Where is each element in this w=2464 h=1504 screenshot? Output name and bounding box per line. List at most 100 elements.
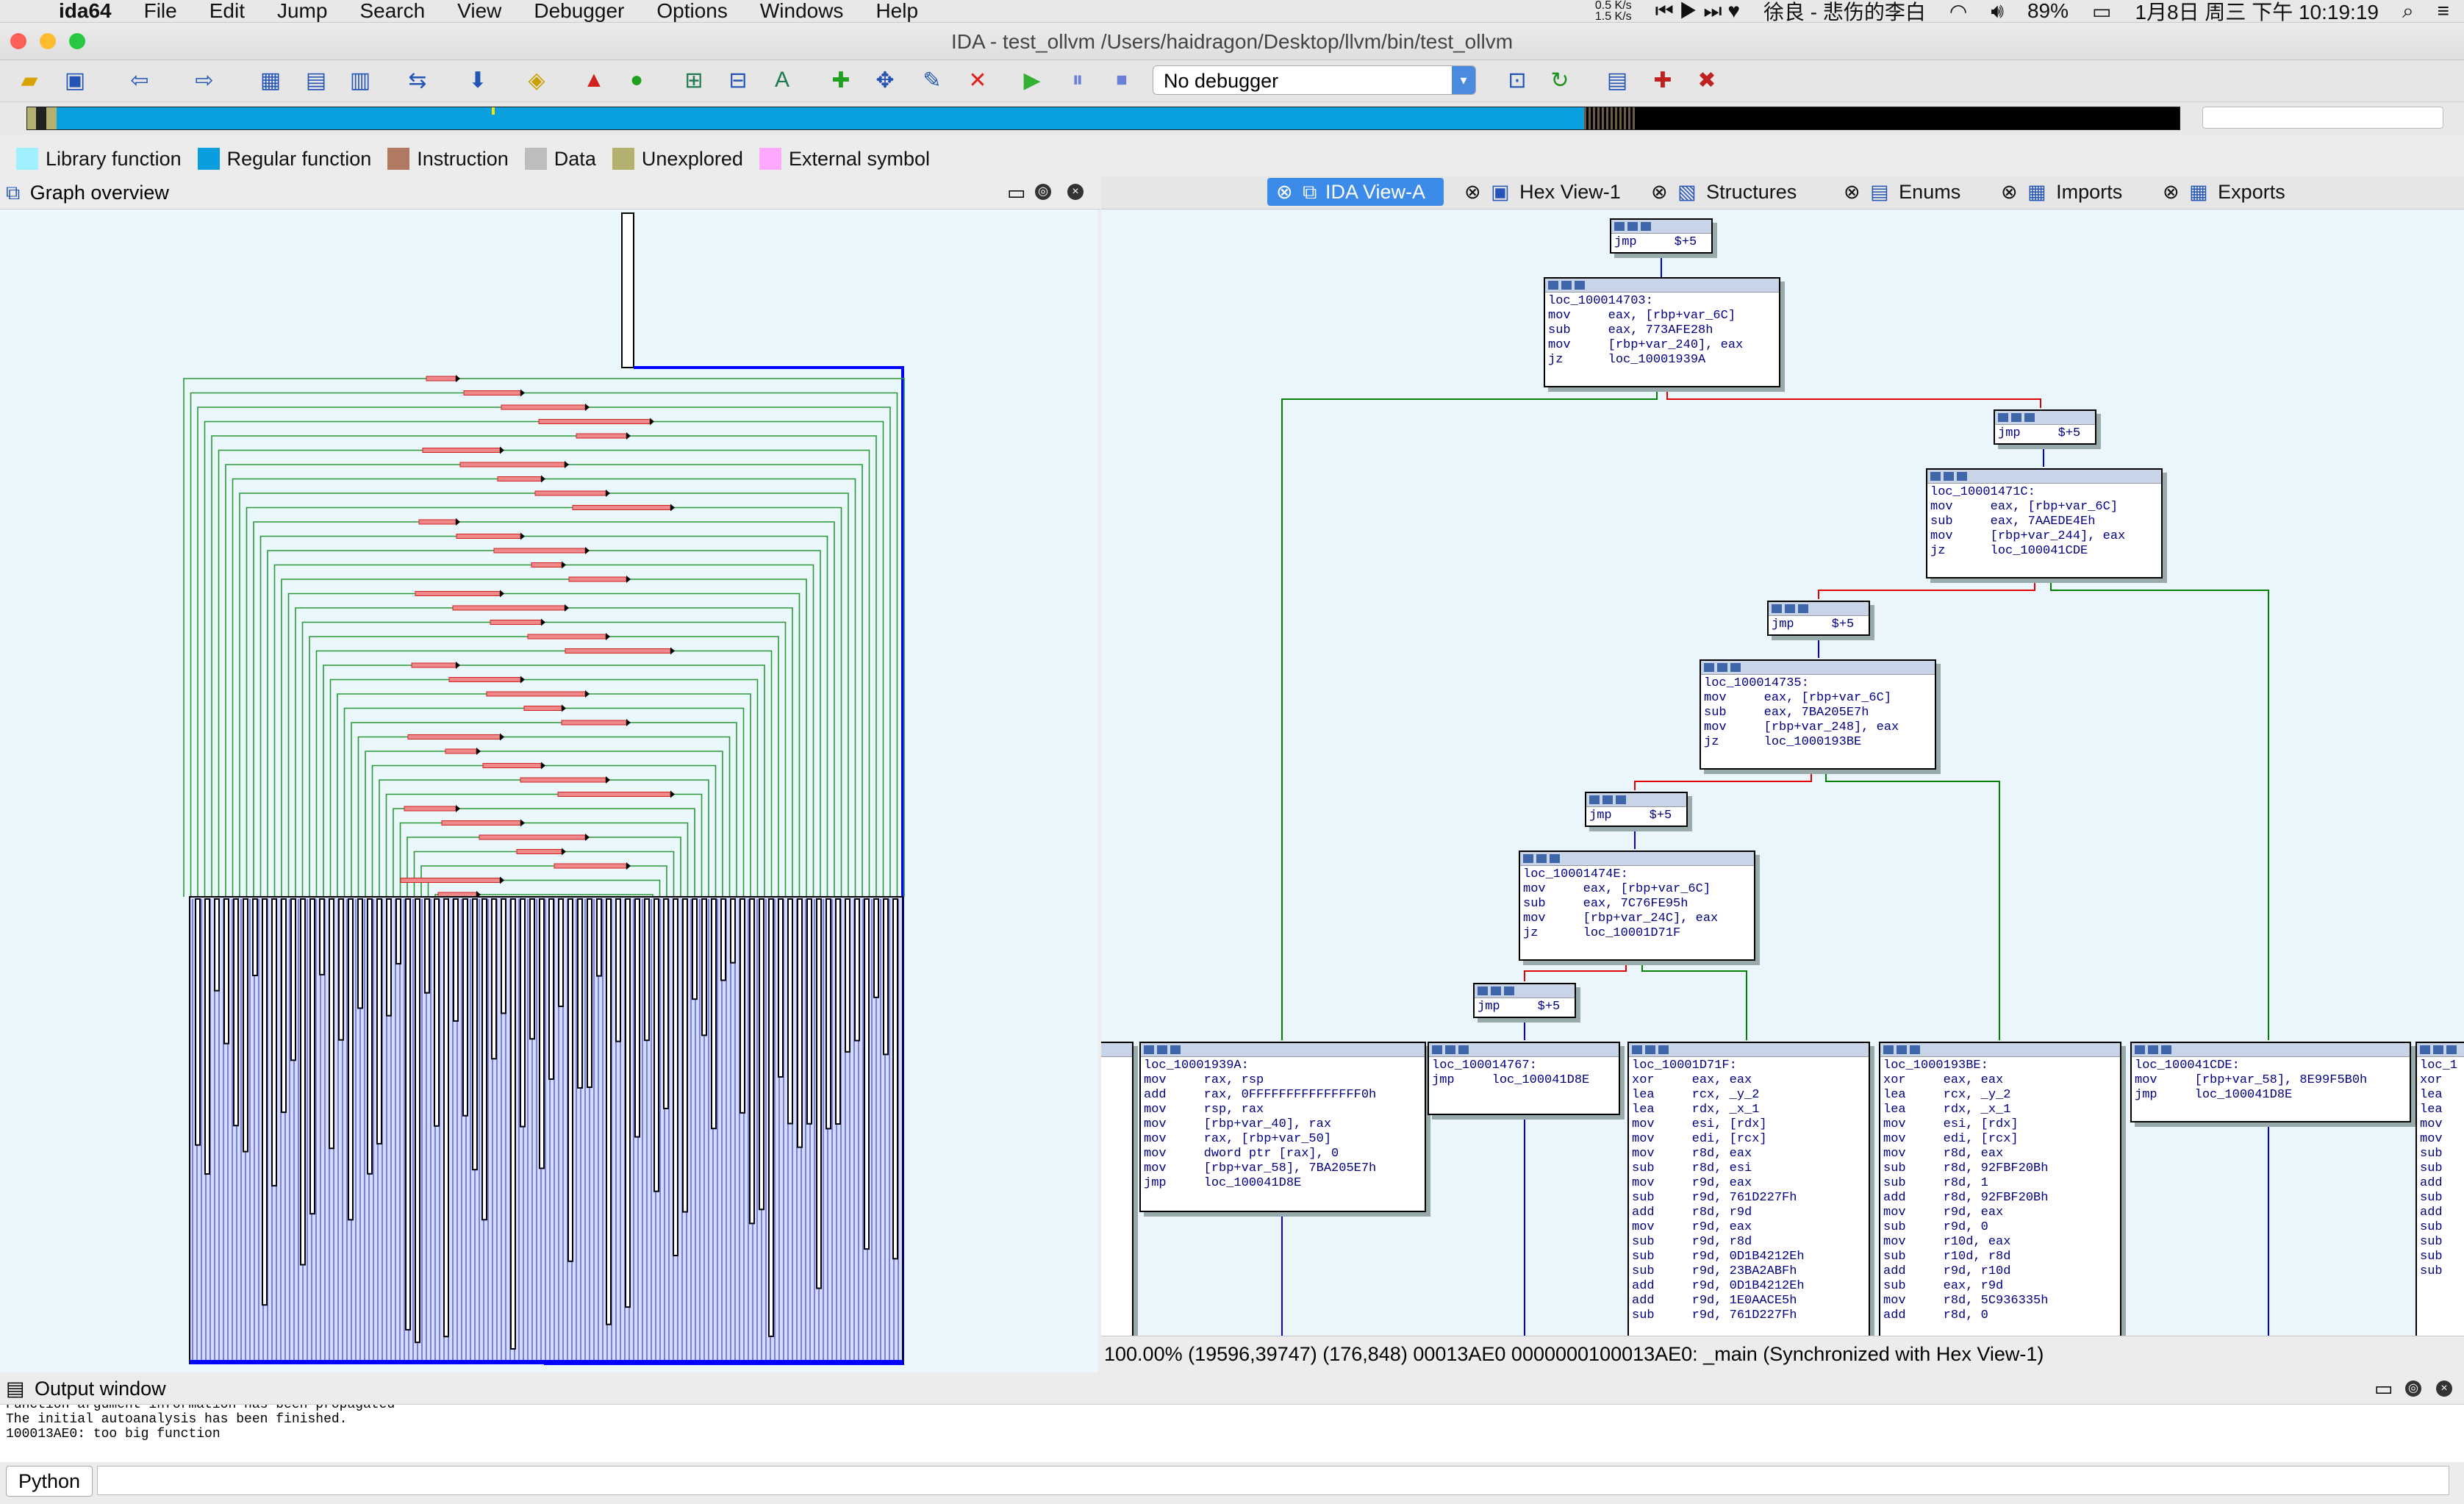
output-text[interactable]: Function argument information has been p… bbox=[0, 1405, 2464, 1462]
close-tab-icon[interactable]: ⊗ bbox=[1276, 181, 1293, 203]
tab-label: Hex View-1 bbox=[1519, 181, 1621, 203]
menu-file[interactable]: File bbox=[143, 0, 177, 22]
search-binary-icon[interactable]: ⇆ bbox=[408, 68, 427, 93]
battery-icon[interactable]: ▭ bbox=[2092, 0, 2112, 23]
zoom-window-button[interactable] bbox=[69, 33, 85, 49]
menu-view[interactable]: View bbox=[457, 0, 502, 22]
code-icon[interactable]: ⊞ bbox=[684, 68, 703, 93]
command-input[interactable] bbox=[97, 1466, 2449, 1495]
green-dot-icon[interactable]: ● bbox=[629, 68, 644, 92]
legend: Library function Regular function Instru… bbox=[0, 144, 1029, 173]
navigation-strip[interactable] bbox=[26, 107, 2180, 130]
close-tab-icon[interactable]: ⊗ bbox=[2163, 181, 2180, 203]
graph-node[interactable]: loc_10001474E: mov eax, [rbp+var_6C] sub… bbox=[1519, 851, 1755, 961]
tab-structures[interactable]: ⊗ ▧ Structures bbox=[1648, 178, 1839, 206]
legend-swatch-library bbox=[16, 148, 38, 170]
tab-exports[interactable]: ⊗ ▦ Exports bbox=[2160, 178, 2299, 206]
tab-enums[interactable]: ⊗ ▤ Enums bbox=[1841, 178, 1980, 206]
graph-node[interactable]: loc_100014767: jmp loc_100041D8E bbox=[1428, 1042, 1620, 1115]
data-icon[interactable]: ▥ bbox=[349, 68, 371, 93]
import-icon: ▦ bbox=[2027, 181, 2046, 203]
breakpoint-icon[interactable]: ⊡ bbox=[1508, 68, 1527, 93]
tab-imports[interactable]: ⊗ ▦ Imports bbox=[1998, 178, 2145, 206]
graph-node[interactable]: jmp $+5 bbox=[1473, 983, 1576, 1018]
graph-node[interactable]: loc_100041CDE: mov [rbp+var_58], 8E99F5B… bbox=[2130, 1042, 2411, 1122]
minimize-window-button[interactable] bbox=[40, 33, 56, 49]
menu-help[interactable]: Help bbox=[875, 0, 919, 22]
string-icon[interactable]: A bbox=[774, 68, 789, 92]
close-output-button[interactable]: × bbox=[2436, 1381, 2452, 1397]
add-breakpoint-icon[interactable]: ✚ bbox=[1653, 68, 1672, 93]
legend-swatch-instruction bbox=[387, 148, 410, 170]
wifi-icon[interactable]: ◠ bbox=[1949, 0, 1968, 23]
close-window-button[interactable] bbox=[10, 33, 26, 49]
hide-icon[interactable]: ✥ bbox=[875, 68, 895, 93]
python-language-button[interactable]: Python bbox=[6, 1466, 93, 1497]
menu-search[interactable]: Search bbox=[359, 0, 426, 22]
battery-percent[interactable]: 89% bbox=[2027, 0, 2069, 22]
node-header bbox=[1101, 1043, 1132, 1057]
warning-icon[interactable]: ▲ bbox=[583, 68, 605, 92]
close-tab-icon[interactable]: ⊗ bbox=[1651, 181, 1668, 203]
jump-down-icon[interactable]: ⬇ bbox=[468, 68, 487, 93]
list-icon[interactable]: ▤ bbox=[1606, 68, 1628, 93]
graph-node[interactable]: jmp $+5 bbox=[1585, 792, 1688, 827]
add-icon[interactable]: ✚ bbox=[831, 68, 850, 93]
data-define-icon[interactable]: ⊟ bbox=[728, 68, 748, 93]
save-icon[interactable]: ▣ bbox=[64, 68, 86, 93]
menu-options[interactable]: Options bbox=[656, 0, 728, 22]
menu-jump[interactable]: Jump bbox=[276, 0, 328, 22]
stop-process-icon[interactable]: ⏹ bbox=[1116, 68, 1128, 92]
text-icon[interactable]: ▤ bbox=[305, 68, 327, 93]
graph-node[interactable]: loc_10001D71F: xor eax, eax lea rcx, _y_… bbox=[1627, 1042, 1870, 1336]
edit-icon[interactable]: ✎ bbox=[923, 68, 942, 93]
graph-node[interactable]: loc_10001939A: mov rax, rsp add rax, 0FF… bbox=[1139, 1042, 1426, 1212]
close-tab-icon[interactable]: ⊗ bbox=[2001, 181, 2018, 203]
start-process-icon[interactable]: ▶ bbox=[1023, 68, 1041, 93]
tab-hex-view-1[interactable]: ⊗ ▣ Hex View-1 bbox=[1461, 178, 1645, 206]
delete-icon[interactable]: ✕ bbox=[968, 68, 987, 93]
debugger-select[interactable]: No debugger ▾ bbox=[1153, 65, 1476, 95]
output-line: Function argument information has been p… bbox=[6, 1405, 395, 1412]
open-icon[interactable]: ▰ bbox=[21, 68, 38, 93]
graph-node[interactable]: loc_1000193BE: xor eax, eax lea rcx, _y_… bbox=[1879, 1042, 2121, 1336]
graph-overview-canvas[interactable] bbox=[0, 210, 1098, 1372]
node-asm: jmp $+5 bbox=[1589, 809, 1672, 823]
graph-node[interactable]: loc_100014703: mov eax, [rbp+var_6C] sub… bbox=[1544, 277, 1780, 387]
menu-edit[interactable]: Edit bbox=[209, 0, 245, 22]
graph-layout-icon[interactable]: ◈ bbox=[528, 68, 545, 93]
clock[interactable]: 1月8日 周三 下午 10:19:19 bbox=[2135, 1, 2379, 24]
graph-node[interactable]: jmp $+5 bbox=[1994, 409, 2096, 445]
remove-breakpoint-icon[interactable]: ✖ bbox=[1697, 68, 1716, 93]
graph-node-partial[interactable]: loc_1 xor lea lea mov mov sub sub add su… bbox=[2415, 1042, 2464, 1336]
pause-process-icon[interactable]: ⏸ bbox=[1072, 68, 1084, 92]
tab-ida-view-a[interactable]: ⊗ ⧉ IDA View-A bbox=[1267, 178, 1444, 206]
attach-icon[interactable]: ↻ bbox=[1550, 68, 1569, 93]
maximize-pane-icon[interactable]: ▭ bbox=[1007, 182, 1026, 204]
media-controls[interactable]: ⏮ ▶ ⏭ ♥ bbox=[1655, 0, 1740, 22]
close-tab-icon[interactable]: ⊗ bbox=[1844, 181, 1860, 203]
segment-selector[interactable] bbox=[2202, 107, 2443, 129]
close-tab-icon[interactable]: ⊗ bbox=[1464, 181, 1481, 203]
graph-node[interactable]: jmp $+5 bbox=[1610, 218, 1713, 254]
output-window-header: ▤ Output window ▭ ◎ × bbox=[0, 1373, 2464, 1405]
restore-pane-button[interactable]: ◎ bbox=[1035, 184, 1051, 200]
binary-icon[interactable]: ▦ bbox=[259, 68, 282, 93]
forward-icon[interactable]: ⇨ bbox=[195, 68, 214, 93]
restore-output-button[interactable]: ◎ bbox=[2405, 1381, 2421, 1397]
spotlight-icon[interactable]: ⌕ bbox=[2402, 0, 2414, 22]
graph-node[interactable]: loc_100014735: mov eax, [rbp+var_6C] sub… bbox=[1700, 659, 1936, 770]
now-playing[interactable]: 徐良 - 悲伤的李白 bbox=[1763, 1, 1926, 24]
graph-node[interactable]: jmp $+5 bbox=[1767, 601, 1870, 636]
graph-node-partial[interactable] bbox=[1101, 1042, 1133, 1336]
app-menu[interactable]: ida64 bbox=[59, 0, 112, 22]
close-pane-button[interactable]: × bbox=[1067, 184, 1084, 200]
back-icon[interactable]: ⇦ bbox=[130, 68, 149, 93]
menu-windows[interactable]: Windows bbox=[759, 0, 844, 22]
graph-node[interactable]: loc_10001471C: mov eax, [rbp+var_6C] sub… bbox=[1926, 468, 2163, 579]
control-center-icon[interactable]: ≡ bbox=[2437, 0, 2449, 22]
volume-icon[interactable]: 🔊︎ bbox=[1991, 0, 2004, 22]
menu-debugger[interactable]: Debugger bbox=[534, 0, 625, 22]
maximize-output-icon[interactable]: ▭ bbox=[2374, 1378, 2393, 1400]
ida-graph-view[interactable]: jmp $+5 loc_100014703: mov eax, [rbp+var… bbox=[1101, 210, 2464, 1336]
